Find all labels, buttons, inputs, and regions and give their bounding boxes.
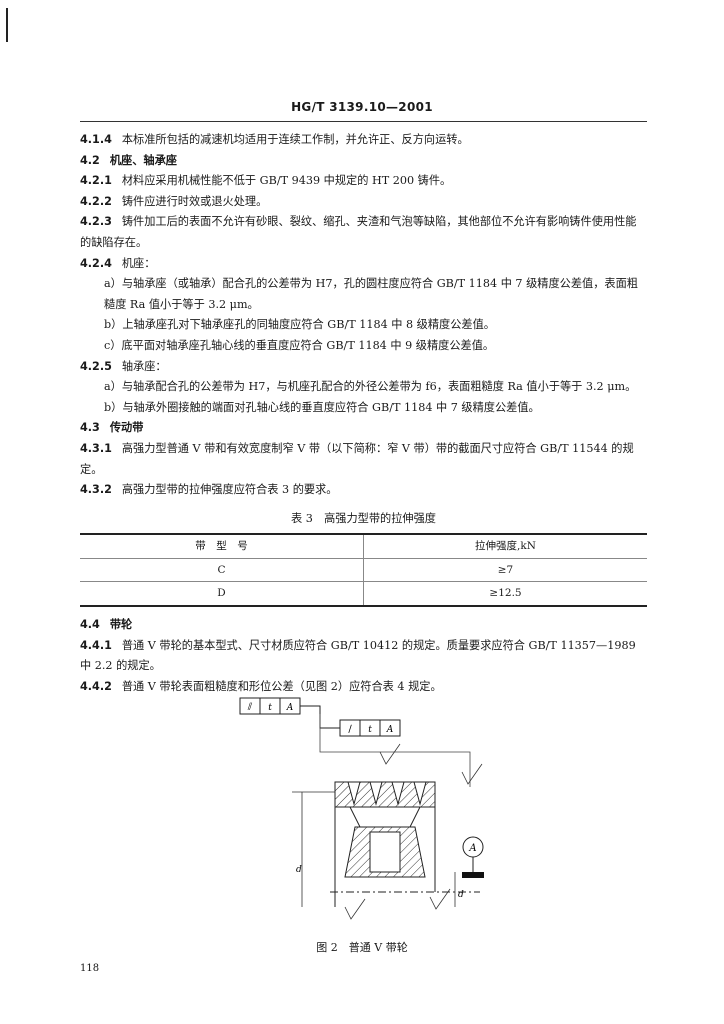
svg-text:d: d bbox=[458, 890, 464, 900]
pulley-rim-section bbox=[334, 781, 436, 808]
table-header-cell: 带 型 号 bbox=[80, 533, 364, 559]
page-header-standard-code: HG/T 3139.10—2001 bbox=[291, 100, 433, 114]
table-header-cell: 拉伸强度,kN bbox=[363, 533, 647, 559]
svg-text:A: A bbox=[386, 725, 394, 735]
table-cell: ≥7 bbox=[363, 557, 647, 582]
figure-2-caption: 图 2 普通 V 带轮 bbox=[316, 941, 408, 954]
clause-4-2-4-a: a）与轴承座（或轴承）配合孔的公差带为 H7，孔的圆柱度应符合 GB/T 118… bbox=[104, 277, 638, 311]
roughness-mark bbox=[429, 888, 451, 910]
tolerance-frame-2: ∕ t A bbox=[339, 719, 401, 737]
pulley-hub-section bbox=[344, 826, 426, 878]
header-rule bbox=[80, 121, 647, 122]
svg-text:t: t bbox=[368, 725, 372, 735]
roughness-mark bbox=[379, 743, 401, 765]
datum-a-symbol: A bbox=[462, 836, 484, 878]
scan-edge-mark bbox=[6, 8, 8, 42]
table-cell: C bbox=[80, 557, 364, 582]
clause-4-2-4-c: c）底平面对轴承座孔轴心线的垂直度应符合 GB/T 1184 中 9 级精度公差… bbox=[104, 338, 495, 352]
svg-text:d: d bbox=[296, 865, 302, 875]
table-row: D ≥12.5 bbox=[80, 581, 647, 608]
svg-text:A: A bbox=[468, 843, 476, 854]
clause-4-2-4-b: b）上轴承座孔对下轴承座孔的同轴度应符合 GB/T 1184 中 8 级精度公差… bbox=[104, 318, 495, 332]
svg-text:∕: ∕ bbox=[348, 724, 352, 735]
svg-text:t: t bbox=[268, 703, 272, 713]
table-cell: ≥12.5 bbox=[363, 581, 647, 608]
svg-text:A: A bbox=[286, 703, 294, 713]
table-3: 带 型 号 拉伸强度,kN C ≥7 D ≥12.5 bbox=[80, 533, 647, 608]
table-header-row: 带 型 号 拉伸强度,kN bbox=[80, 533, 647, 559]
roughness-mark bbox=[461, 763, 483, 785]
page-number: 118 bbox=[80, 963, 100, 974]
tolerance-frame-1: ⫽ t A bbox=[239, 697, 301, 715]
table-row: C ≥7 bbox=[80, 557, 647, 582]
v-belt-pulley-drawing: ⫽ t A ∕ t A bbox=[239, 697, 484, 920]
table-3-title: 表 3 高强力型带的拉伸强度 bbox=[291, 511, 436, 525]
clause-4-2-5-a: a）与轴承配合孔的公差带为 H7，与机座孔配合的外径公差带为 f6，表面粗糙度 … bbox=[104, 380, 637, 394]
roughness-mark bbox=[344, 898, 366, 920]
svg-text:⫽: ⫽ bbox=[247, 702, 253, 713]
clause-4-2-5-b: b）与轴承外圈接触的端面对孔轴心线的垂直度应符合 GB/T 1184 中 7 级… bbox=[104, 400, 540, 414]
table-cell: D bbox=[80, 581, 364, 608]
